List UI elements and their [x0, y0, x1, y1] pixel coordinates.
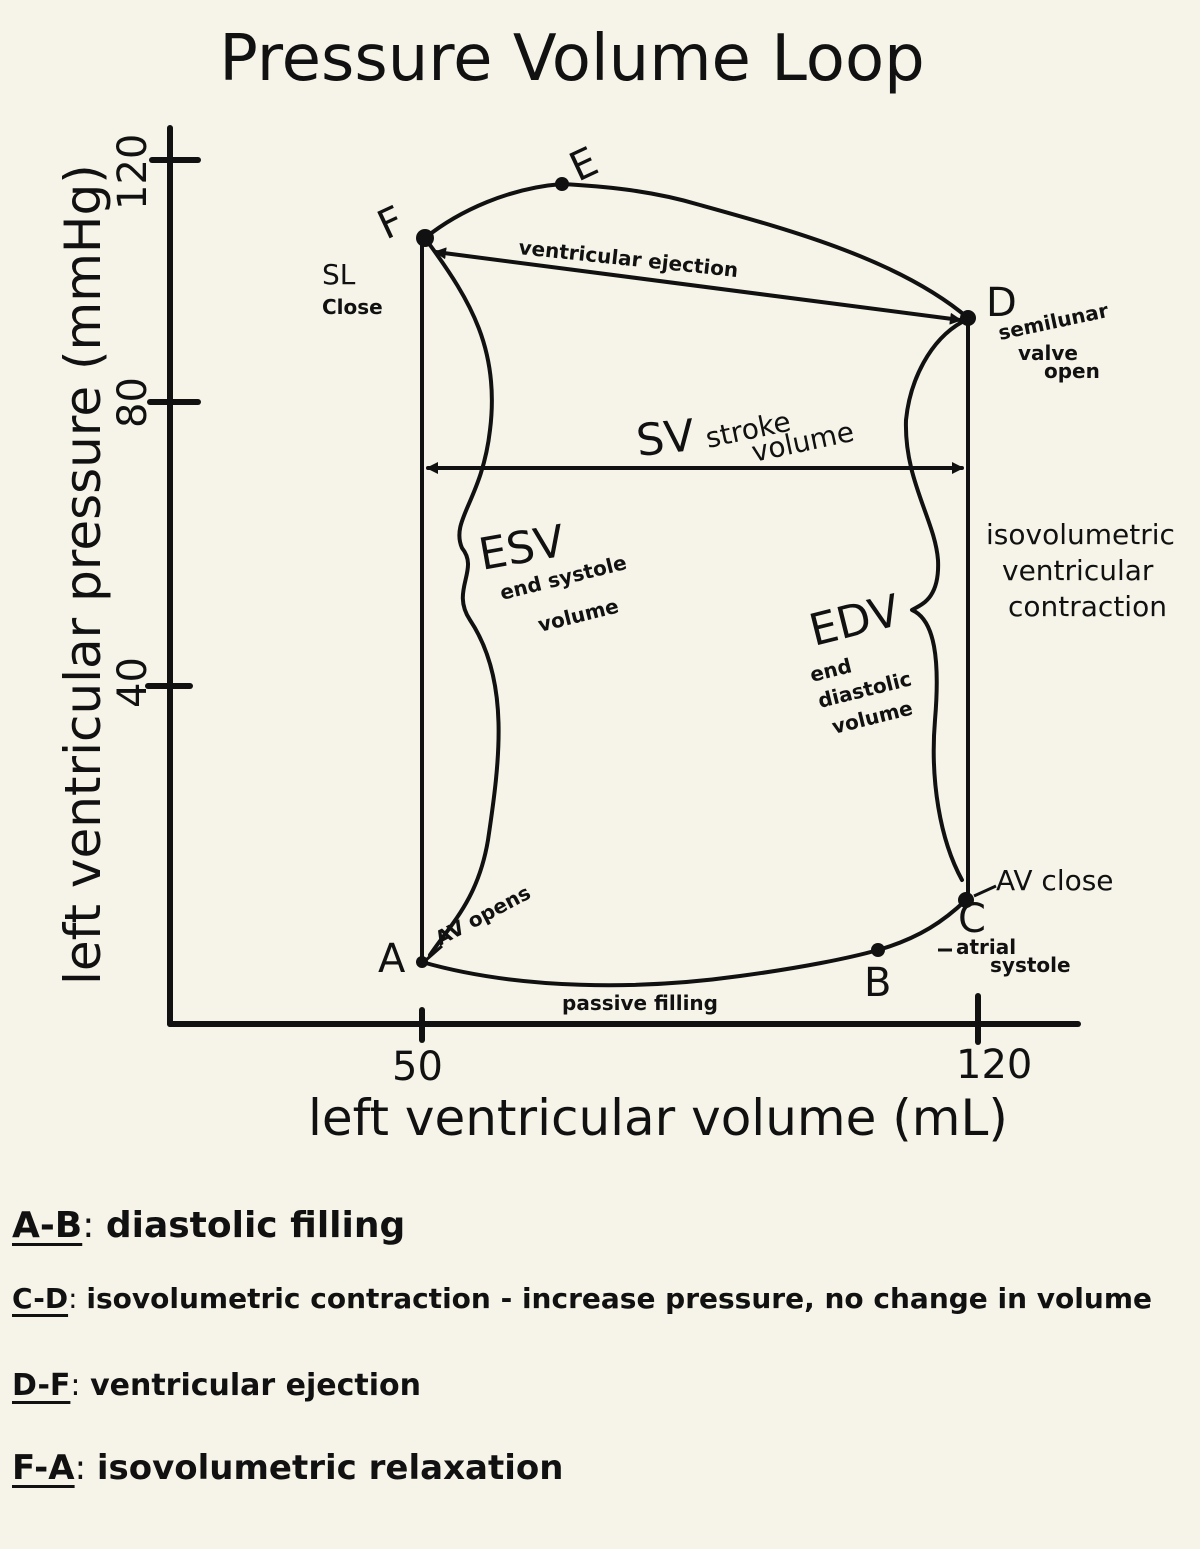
- av-opens-leader: [425, 944, 443, 962]
- diagram-title: Pressure Volume Loop: [219, 22, 924, 96]
- loop-segment-e-f-ejection: [423, 182, 564, 240]
- point-b-label: B: [864, 960, 891, 1006]
- semilunar-valve-label-line2: valve: [1018, 341, 1078, 365]
- point-f-label: F: [371, 198, 411, 249]
- av-close-label: AV close: [996, 864, 1114, 897]
- legend-separator: :: [74, 1448, 97, 1488]
- isovolumetric-contraction-label-line3: contraction: [1008, 590, 1167, 623]
- legend-item-d-f: D-F: ventricular ejection: [12, 1368, 421, 1403]
- legend-key: F-A: [12, 1448, 75, 1488]
- legend-desc: ventricular ejection: [90, 1368, 421, 1403]
- isovolumetric-contraction-label-line1: isovolumetric: [986, 518, 1175, 551]
- edv-brace: [903, 320, 964, 882]
- legend-key: D-F: [12, 1368, 71, 1403]
- loop-segment-b-c-atrial-systole: [876, 898, 968, 952]
- esv-desc-line2: volume: [535, 594, 621, 637]
- atrial-systole-label-line1: atrial: [956, 935, 1016, 959]
- isovolumetric-contraction-label-line2: ventricular: [1002, 554, 1154, 587]
- legend-item-f-a: F-A: isovolumetric relaxation: [12, 1448, 563, 1488]
- y-tick-label-80: 80: [110, 377, 156, 428]
- edv-label: EDV: [804, 585, 905, 657]
- esv-brace: [428, 243, 501, 957]
- point-b-marker: [871, 943, 885, 957]
- legend-separator: :: [70, 1368, 91, 1403]
- av-opens-label: AV opens: [431, 880, 534, 950]
- legend-key: A-B: [12, 1205, 83, 1246]
- point-a-marker: [416, 956, 428, 968]
- legend-item-a-b: A-B: diastolic filling: [12, 1205, 405, 1246]
- av-close-leader: [973, 884, 997, 898]
- legend-separator: :: [82, 1205, 106, 1246]
- point-d-label: D: [986, 280, 1017, 326]
- sl-close-label-line1: SL: [322, 258, 356, 291]
- x-tick-label-50: 50: [392, 1044, 443, 1090]
- point-d-marker: [960, 310, 976, 326]
- point-a-label: A: [378, 936, 406, 982]
- point-f-marker: [416, 229, 434, 247]
- semilunar-valve-label-line3: open: [1044, 359, 1100, 383]
- legend-desc: isovolumetric contraction - increase pre…: [86, 1282, 1152, 1315]
- point-c-marker: [958, 892, 974, 908]
- loop-segment-a-b-passive-filling: [420, 948, 880, 988]
- legend-key: C-D: [12, 1282, 69, 1315]
- legend-desc: isovolumetric relaxation: [96, 1448, 564, 1488]
- x-tick-label-120: 120: [956, 1042, 1032, 1088]
- sv-label: SV: [634, 410, 697, 467]
- point-c-label: C: [958, 896, 986, 942]
- y-axis-label: left ventricular pressure (mmHg): [54, 164, 112, 985]
- y-tick-label-120: 120: [110, 134, 156, 210]
- point-e-marker: [555, 177, 569, 191]
- ventricular-ejection-arrow: [434, 247, 962, 325]
- axes: [145, 125, 1081, 1045]
- sl-close-label-line2: Close: [322, 295, 383, 319]
- atrial-systole-label-line2: systole: [990, 953, 1071, 977]
- x-axis-label: left ventricular volume (mL): [308, 1089, 1008, 1147]
- legend-item-c-d: C-D: isovolumetric contraction - increas…: [12, 1282, 1152, 1315]
- y-tick-label-40: 40: [110, 657, 156, 708]
- passive-filling-label: passive filling: [562, 991, 718, 1015]
- legend-desc: diastolic filling: [105, 1205, 406, 1246]
- legend-separator: :: [68, 1282, 87, 1315]
